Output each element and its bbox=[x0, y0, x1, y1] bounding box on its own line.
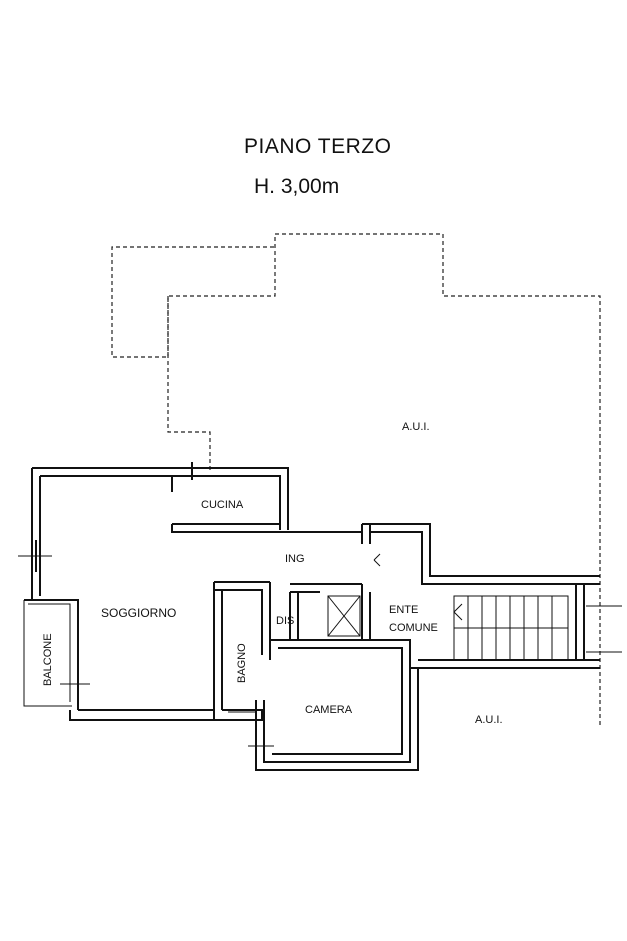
label-aui-bottom: A.U.I. bbox=[475, 714, 503, 726]
staircase bbox=[453, 584, 585, 661]
label-soggiorno: SOGGIORNO bbox=[101, 606, 176, 620]
label-cucina: CUCINA bbox=[201, 499, 244, 511]
label-bagno: BAGNO bbox=[236, 643, 248, 683]
label-ente: ENTE bbox=[389, 604, 418, 616]
label-balcone: BALCONE bbox=[42, 633, 54, 686]
label-dis: DIS bbox=[276, 615, 294, 627]
apartment-walls bbox=[23, 467, 600, 771]
label-camera: CAMERA bbox=[305, 704, 353, 716]
label-ing: ING bbox=[285, 553, 305, 565]
window-marks bbox=[18, 462, 622, 747]
plan-height: H. 3,00m bbox=[254, 175, 340, 198]
label-comune: COMUNE bbox=[389, 622, 438, 634]
aui-outline bbox=[111, 233, 601, 725]
elevator-shaft bbox=[327, 595, 361, 637]
label-aui-top: A.U.I. bbox=[402, 421, 430, 433]
plan-title: PIANO TERZO bbox=[244, 135, 392, 158]
